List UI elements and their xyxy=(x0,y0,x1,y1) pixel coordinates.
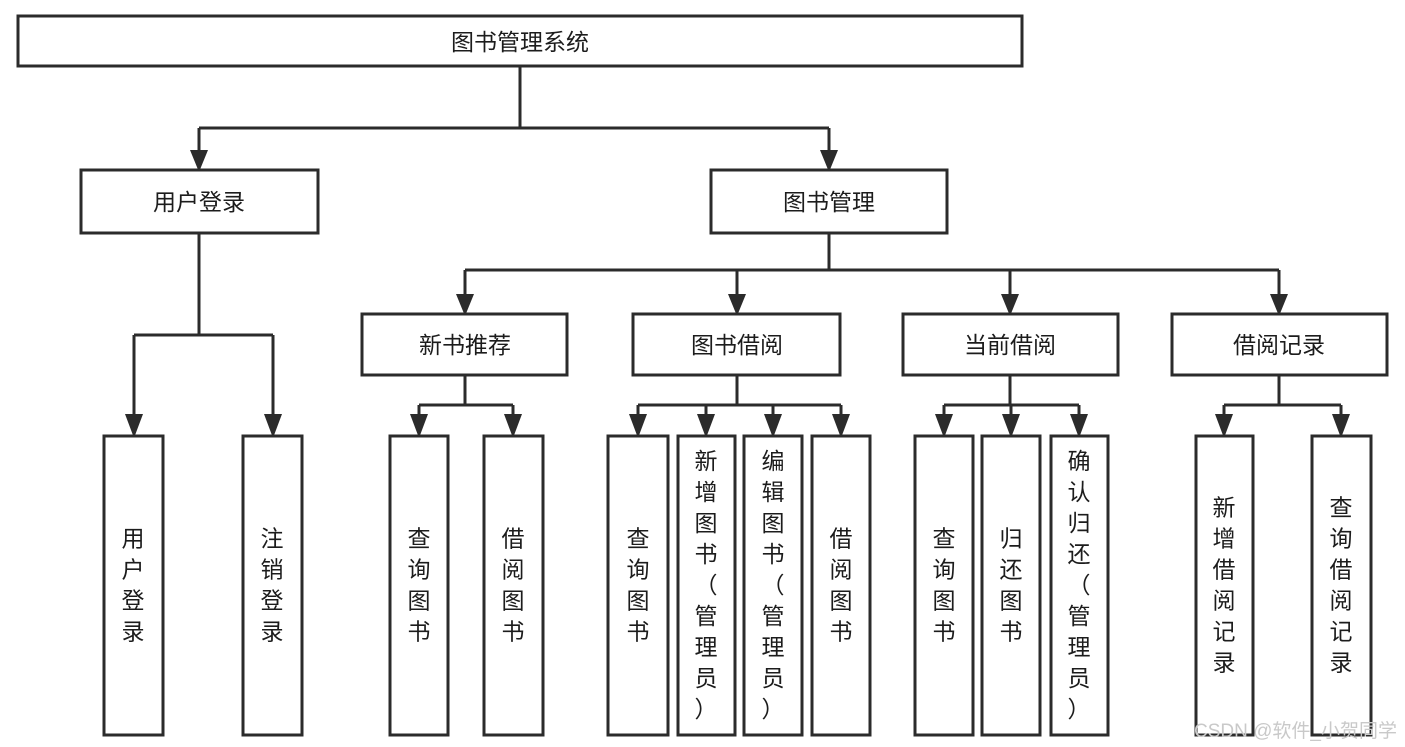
arrow-head-br-leaf-1 xyxy=(1215,414,1233,438)
leaf-logout-box[interactable] xyxy=(241,434,304,737)
arrow-head-br-leaf-2 xyxy=(1332,414,1350,438)
leaf-confirm-return-admin-label: 确认归还（管理员） xyxy=(1068,448,1091,722)
node-user-login-label: 用户登录 xyxy=(153,189,245,215)
node-book-management-label: 图书管理 xyxy=(783,189,875,215)
leaf-return-book[interactable]: 归还图书 xyxy=(980,434,1042,737)
leaf-query-book-bb[interactable]: 查询图书 xyxy=(606,434,670,737)
arrow-head-bb-leaf-4 xyxy=(832,414,850,438)
leaf-add-book-admin-label: 新增图书（管理员） xyxy=(695,448,718,722)
arrow-head-cb-leaf-1 xyxy=(935,414,953,438)
csdn-watermark: CSDN @软件_小贺同学 xyxy=(1194,720,1397,742)
arrow-head-cb-leaf-3 xyxy=(1070,414,1088,438)
arrow-head-bb-leaf-2 xyxy=(697,414,715,438)
leaf-return-book-label: 归还图书 xyxy=(1000,526,1023,645)
arrow-head-leaf-logout xyxy=(264,414,282,438)
node-current-borrow[interactable]: 当前借阅 xyxy=(901,312,1120,377)
node-book-borrow[interactable]: 图书借阅 xyxy=(631,312,842,377)
leaf-edit-book-admin-label: 编辑图书（管理员） xyxy=(762,448,785,722)
node-book-management[interactable]: 图书管理 xyxy=(709,168,949,235)
arrow-head-bb-leaf-1 xyxy=(629,414,647,438)
leaf-query-borrow-record-box[interactable] xyxy=(1310,434,1373,737)
leaf-query-book-nbr-box[interactable] xyxy=(388,434,450,737)
leaf-borrow-book-bb[interactable]: 借阅图书 xyxy=(810,434,872,737)
leaf-add-borrow-record[interactable]: 新增借阅记录 xyxy=(1194,434,1255,737)
connector-layer xyxy=(125,66,1350,438)
arrow-head-current-borrow xyxy=(1001,294,1019,316)
leaf-query-borrow-record[interactable]: 查询借阅记录 xyxy=(1310,434,1373,737)
leaf-return-book-box[interactable] xyxy=(980,434,1042,737)
arrow-head-book-borrow xyxy=(728,294,746,316)
arrow-head-nbr-leaf-2 xyxy=(504,414,522,438)
arrow-head-leaf-user-login xyxy=(125,414,143,438)
leaf-user-login[interactable]: 用户登录 xyxy=(102,434,165,737)
leaf-borrow-book-bb-label: 借阅图书 xyxy=(830,526,853,645)
leaf-logout-label: 注销登录 xyxy=(261,526,284,645)
arrow-head-nbr-leaf-1 xyxy=(410,414,428,438)
leaf-edit-book-admin[interactable]: 编辑图书（管理员） xyxy=(742,434,804,737)
leaf-borrow-book-nbr-label: 借阅图书 xyxy=(502,526,525,645)
node-user-login[interactable]: 用户登录 xyxy=(79,168,320,235)
leaf-add-book-admin[interactable]: 新增图书（管理员） xyxy=(676,434,737,737)
leaf-query-book-cb[interactable]: 查询图书 xyxy=(913,434,975,737)
arrow-head-cb-leaf-2 xyxy=(1002,414,1020,438)
node-book-management-box[interactable] xyxy=(709,168,949,235)
node-borrow-record-box[interactable] xyxy=(1170,312,1389,377)
arrow-head-book-manage xyxy=(820,150,838,172)
node-new-book-recommend-box[interactable] xyxy=(360,312,569,377)
leaf-edit-book-admin-box[interactable] xyxy=(742,434,804,737)
node-book-borrow-box[interactable] xyxy=(631,312,842,377)
leaf-confirm-return-admin-box[interactable] xyxy=(1049,434,1110,737)
leaf-add-book-admin-box[interactable] xyxy=(676,434,737,737)
node-borrow-record-label: 借阅记录 xyxy=(1233,332,1325,358)
leaf-add-borrow-record-label: 新增借阅记录 xyxy=(1213,495,1236,676)
node-book-borrow-label: 图书借阅 xyxy=(691,332,783,358)
arrow-head-bb-leaf-3 xyxy=(764,414,782,438)
leaf-query-borrow-record-label: 查询借阅记录 xyxy=(1330,495,1353,676)
leaf-query-book-nbr[interactable]: 查询图书 xyxy=(388,434,450,737)
node-root-box[interactable] xyxy=(16,14,1024,68)
leaf-borrow-book-nbr-box[interactable] xyxy=(482,434,545,737)
leaf-borrow-book-bb-box[interactable] xyxy=(810,434,872,737)
leaf-query-book-bb-box[interactable] xyxy=(606,434,670,737)
node-current-borrow-box[interactable] xyxy=(901,312,1120,377)
arrow-head-user-login xyxy=(190,150,208,172)
leaf-query-book-cb-box[interactable] xyxy=(913,434,975,737)
leaf-query-book-cb-label: 查询图书 xyxy=(933,526,956,645)
node-new-book-recommend[interactable]: 新书推荐 xyxy=(360,312,569,377)
node-user-login-box[interactable] xyxy=(79,168,320,235)
leaf-borrow-book-nbr[interactable]: 借阅图书 xyxy=(482,434,545,737)
node-root-label: 图书管理系统 xyxy=(451,29,589,55)
leaf-query-book-bb-label: 查询图书 xyxy=(627,526,650,645)
leaf-add-borrow-record-box[interactable] xyxy=(1194,434,1255,737)
arrow-head-new-book-rec xyxy=(456,294,474,316)
leaf-user-login-label: 用户登录 xyxy=(122,526,145,645)
leaf-user-login-box[interactable] xyxy=(102,434,165,737)
leaf-query-book-nbr-label: 查询图书 xyxy=(408,526,431,645)
node-root-book-management-system[interactable]: 图书管理系统 xyxy=(16,14,1024,68)
node-borrow-record[interactable]: 借阅记录 xyxy=(1170,312,1389,377)
node-new-book-recommend-label: 新书推荐 xyxy=(419,332,511,358)
arrow-head-borrow-record xyxy=(1270,294,1288,316)
leaf-confirm-return-admin[interactable]: 确认归还（管理员） xyxy=(1049,434,1110,737)
node-current-borrow-label: 当前借阅 xyxy=(964,332,1056,358)
leaf-logout[interactable]: 注销登录 xyxy=(241,434,304,737)
